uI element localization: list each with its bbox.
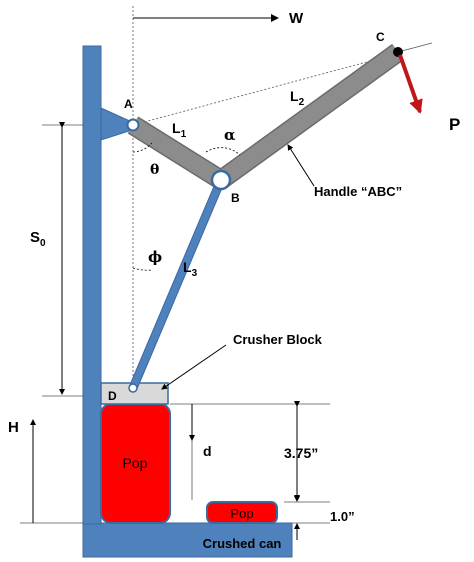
crusher-block-leader-line <box>161 344 227 390</box>
pin-c <box>393 47 403 57</box>
label-s0-subscript: 0 <box>40 238 46 249</box>
label-l2: L2 <box>290 88 305 108</box>
label-handle: Handle “ABC” <box>314 184 402 199</box>
label-crushed-height: 1.0” <box>330 509 355 524</box>
label-b: B <box>231 191 240 205</box>
crushed-pop-can <box>206 501 278 524</box>
pin-a <box>126 118 140 132</box>
label-p: P <box>449 115 460 134</box>
pin-d <box>128 383 138 393</box>
label-d-lower: d <box>203 443 212 459</box>
label-l3-subscript: 3 <box>192 268 198 279</box>
label-w: W <box>289 10 304 27</box>
label-crushed-can: Crushed can <box>203 536 282 551</box>
svg-text:L2: L2 <box>290 88 305 108</box>
base-plate <box>82 522 293 558</box>
label-l1-subscript: 1 <box>181 129 187 140</box>
label-pop-crushed: Pop <box>230 506 253 521</box>
svg-text:S0: S0 <box>30 229 46 249</box>
link-l3-fill <box>129 176 225 392</box>
alpha-arc <box>205 147 241 156</box>
label-l2-subscript: 2 <box>299 97 305 108</box>
label-c: C <box>376 30 385 44</box>
theta-arc <box>132 142 153 153</box>
label-h: H <box>8 419 19 436</box>
label-d: D <box>108 389 117 403</box>
pin-b <box>210 169 232 191</box>
label-alpha: α <box>224 126 236 144</box>
phi-arc <box>132 267 153 271</box>
vertical-post <box>82 45 102 525</box>
label-s0: S0 <box>30 229 46 249</box>
svg-text:L1: L1 <box>172 120 187 140</box>
label-crusher-block: Crusher Block <box>233 332 323 347</box>
label-theta: θ <box>150 162 159 178</box>
extension-line-c <box>397 42 433 53</box>
label-a: A <box>124 97 133 111</box>
label-pop-can: Pop <box>123 455 148 471</box>
handle-leader-line <box>287 144 315 187</box>
label-can-height: 3.75” <box>284 445 318 461</box>
label-l1: L1 <box>172 120 187 140</box>
label-phi: ϕ <box>148 248 162 266</box>
force-p-arrow <box>398 54 423 114</box>
